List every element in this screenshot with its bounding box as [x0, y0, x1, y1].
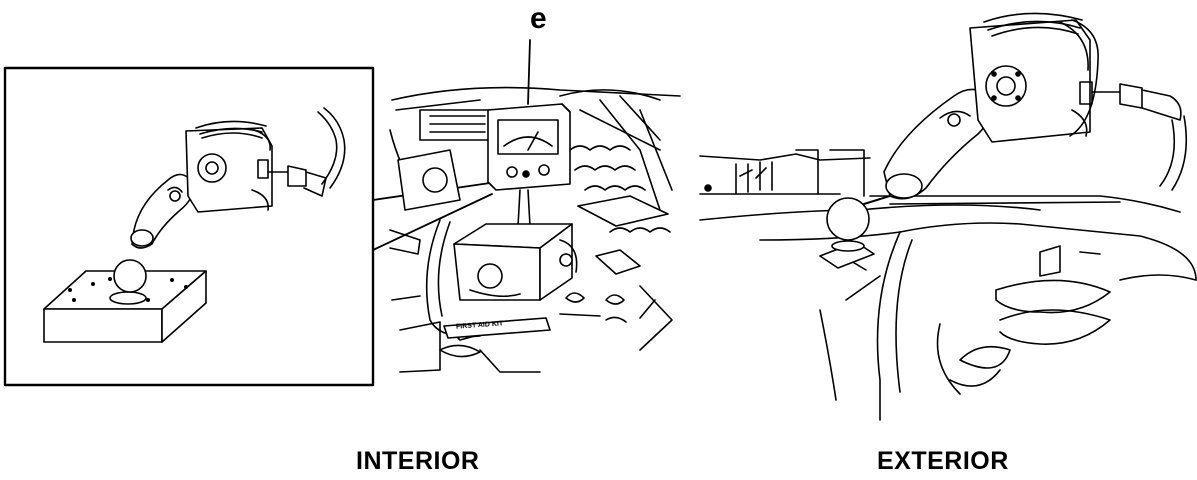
exterior-view — [700, 13, 1196, 420]
exterior-mount-base — [820, 241, 874, 268]
callout-e-leader — [528, 40, 530, 104]
control-box — [488, 104, 570, 190]
inset-connector-cable — [268, 108, 345, 196]
detail-inset — [5, 68, 373, 385]
junction-box — [454, 224, 577, 300]
exterior-connector-cable — [1092, 84, 1186, 190]
callout-label-e: e — [530, 2, 547, 35]
exterior-housing — [970, 13, 1098, 142]
exterior-mount-arm — [864, 89, 992, 204]
first-aid-plate — [444, 318, 550, 338]
mount-arm — [131, 174, 193, 248]
mount-ball — [114, 260, 146, 292]
exterior-mount-ball — [827, 198, 869, 240]
exterior-caption: EXTERIOR — [877, 447, 1009, 475]
interior-caption: INTERIOR — [356, 447, 480, 475]
interior-view — [390, 40, 680, 372]
inset-housing — [186, 121, 272, 212]
